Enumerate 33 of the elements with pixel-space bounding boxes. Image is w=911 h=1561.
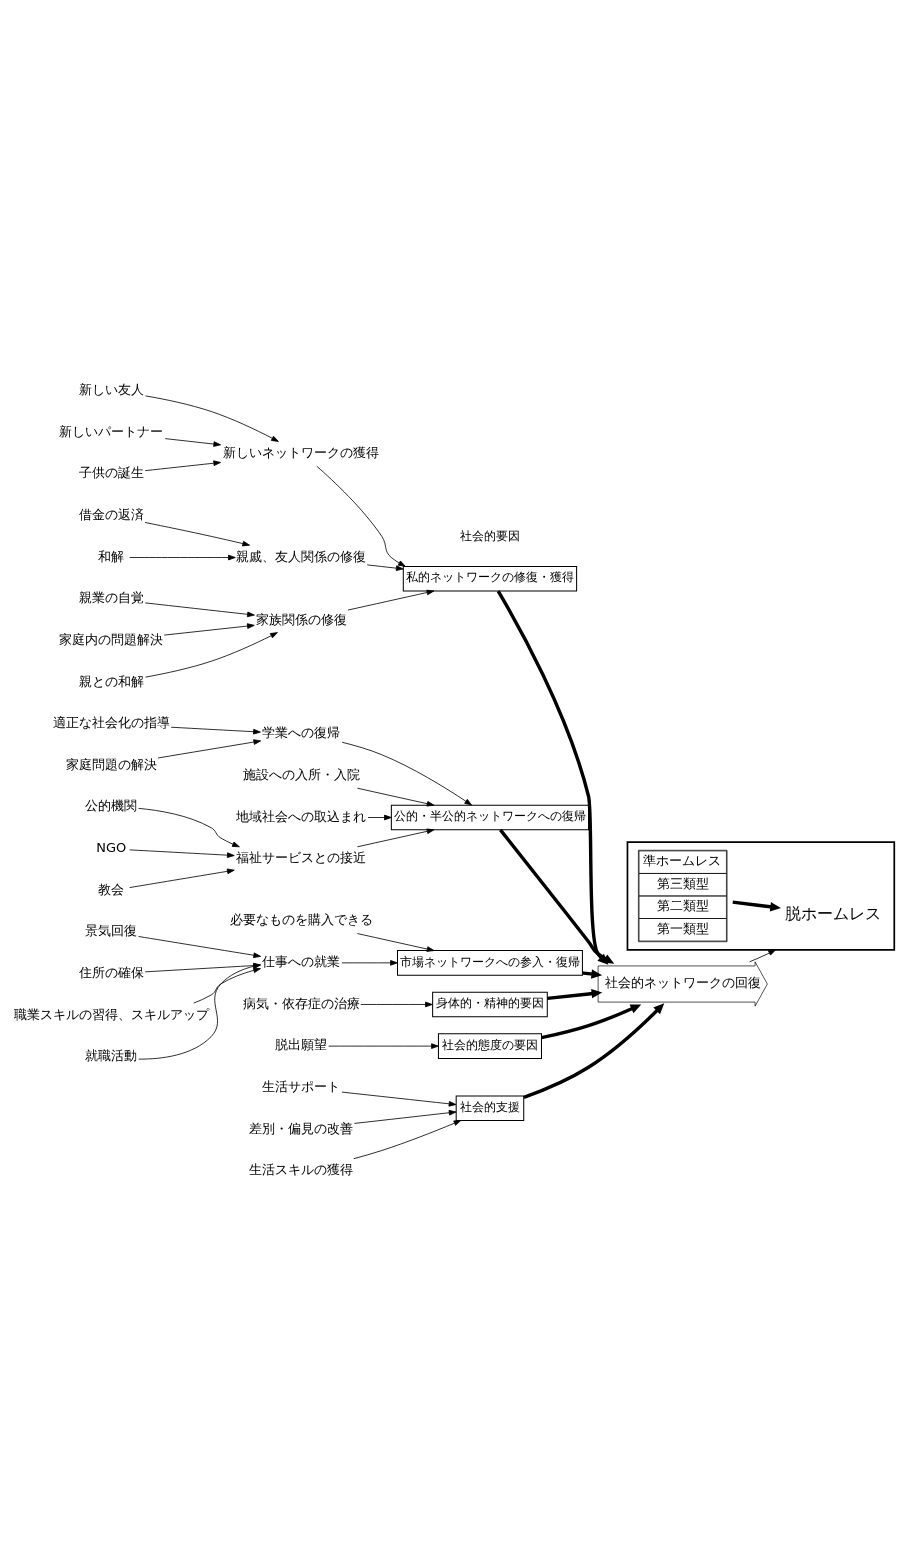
node-text: 仕事への就業 [262, 953, 341, 969]
node-text: 病気・依存症の治療 [242, 995, 360, 1011]
node-text: 家庭内の問題解決 [59, 631, 164, 647]
node-text: 脱ホームレス [784, 903, 881, 923]
node-text: 親戚、友人関係の修復 [236, 548, 367, 564]
node-text: 新しいネットワークの獲得 [223, 444, 380, 460]
node-text: 子供の誕生 [78, 464, 144, 480]
node-text: 生活サポート [262, 1078, 341, 1094]
node-text: 和解 [98, 548, 125, 564]
node-text: 家族関係の修復 [255, 611, 347, 626]
node-text: 家庭問題の解決 [65, 756, 157, 772]
label: 社会的要因 [459, 528, 520, 543]
node-text: 景気回復 [85, 922, 138, 938]
node-text: 親との和解 [78, 673, 144, 689]
node-text: 施設への入所・入院 [242, 766, 360, 782]
node-text: 福祉サービスとの接近 [236, 849, 367, 865]
node-text: 地域社会への取込まれ [236, 808, 367, 824]
node-text: 必要なものを購入できる [229, 911, 373, 927]
node-text: 脱出願望 [275, 1036, 328, 1052]
node-text: 学業への復帰 [262, 724, 341, 740]
node-text: 親業の自覚 [78, 589, 144, 605]
node-text: 生活スキルの獲得 [249, 1161, 354, 1177]
node-text: 新しい友人 [78, 381, 144, 397]
node-text: 教会 [98, 881, 125, 897]
node-text: 適正な社会化の指導 [52, 714, 170, 730]
node-text: 職業スキルの習得、スキルアップ [13, 1006, 209, 1022]
node-text: 借金の返済 [78, 506, 144, 522]
node-text: 就職活動 [85, 1047, 138, 1063]
node-text: 住所の確保 [78, 964, 144, 980]
node-text: 差別・偏見の改善 [249, 1120, 354, 1136]
node-text: 新しいパートナー [59, 423, 164, 439]
node-text: NGO [96, 839, 127, 855]
node-text: 公的機関 [85, 797, 138, 813]
